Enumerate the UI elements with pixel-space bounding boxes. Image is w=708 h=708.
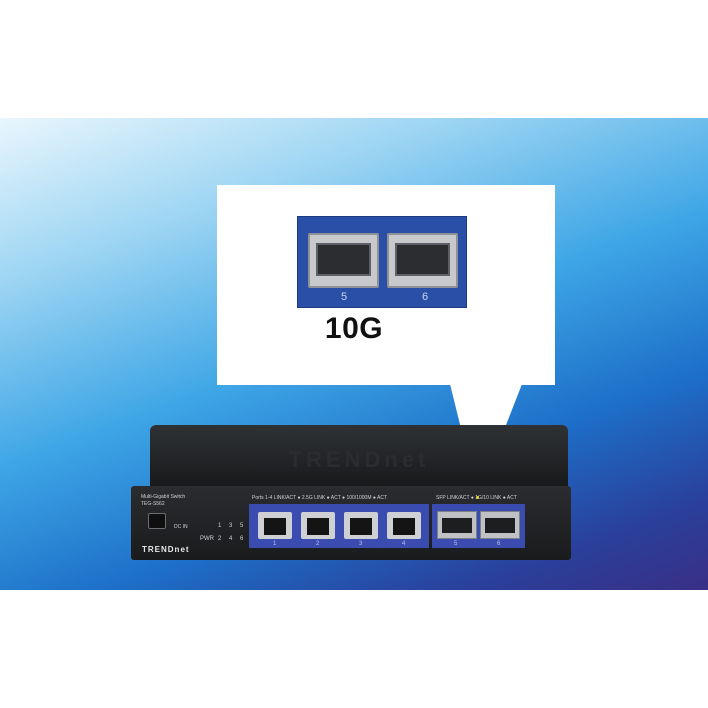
port-label: 6 [497, 541, 501, 547]
led-number: 5 [240, 523, 244, 529]
port-label: 4 [402, 541, 406, 547]
led-number: 4 [229, 536, 233, 542]
dc-power-jack [148, 513, 166, 529]
led-number: 1 [218, 523, 222, 529]
rj45-port-2 [301, 512, 335, 539]
zoom-port-label: 5 [341, 291, 348, 303]
port-label: 5 [454, 541, 458, 547]
embossed-brand: TRENDnet [288, 447, 430, 472]
port-label: 1 [273, 541, 277, 547]
rj45-port-4 [387, 512, 421, 539]
switch-chassis-top: TRENDnet [150, 425, 568, 489]
sfp-port-panel: 5 6 [432, 504, 525, 548]
pwr-label: PWR [200, 536, 214, 542]
led-legend-rj45: Ports 1-4 LINK/ACT ● 2.5G LINK ● ACT ● 1… [252, 495, 388, 501]
port-label: 3 [359, 541, 363, 547]
rj45-port-3 [344, 512, 378, 539]
trendnet-logo: TRENDnet [142, 545, 190, 554]
sfp-port-6 [480, 511, 520, 539]
port-label: 2 [316, 541, 320, 547]
led-number: 3 [229, 523, 233, 529]
sfp-port-5 [437, 511, 477, 539]
dc-in-label: DC IN [174, 524, 188, 530]
model-line-2: TEG-S562 [141, 501, 165, 507]
sfp-cage-6 [387, 233, 458, 288]
sfp-cage-5 [308, 233, 379, 288]
led-number: 6 [240, 536, 244, 542]
status-led [476, 496, 479, 499]
zoom-port-label: 6 [422, 291, 429, 303]
sfp-zoom-image: 5 6 [297, 216, 467, 308]
model-line-1: Multi-Gigabit Switch [141, 494, 186, 500]
rj45-port-panel: 1 2 3 4 [249, 504, 429, 548]
speed-caption: 10G [324, 312, 384, 345]
rj45-port-1 [258, 512, 292, 539]
led-number: 2 [218, 536, 222, 542]
